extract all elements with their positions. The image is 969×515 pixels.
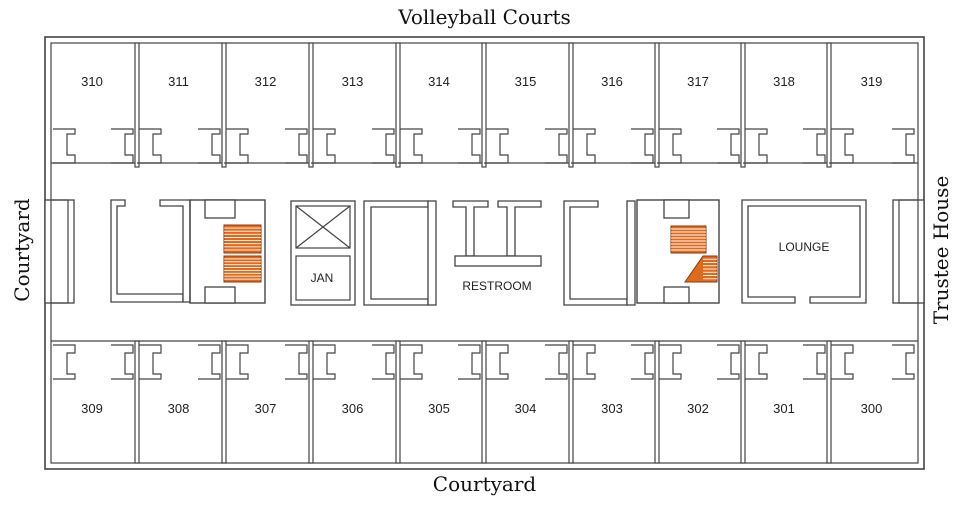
restroom-label: RESTROOM (462, 279, 531, 293)
stairs-right-upper (670, 225, 707, 254)
bottom-room-306[interactable]: 306 (308, 340, 398, 464)
top-room-row: 310 311 312 313 314 315 316 317 318 319 (51, 42, 918, 168)
bottom-room-303[interactable]: 303 (568, 340, 657, 464)
bottom-room-305[interactable]: 305 (395, 340, 484, 464)
top-room-number: 314 (428, 74, 450, 89)
bottom-room-308[interactable]: 308 (134, 340, 224, 464)
top-room-311[interactable]: 311 (134, 42, 224, 168)
stair-core-left (189, 199, 266, 304)
bottom-room-number: 305 (428, 401, 450, 416)
top-room-316[interactable]: 316 (568, 42, 657, 168)
bottom-room-307[interactable]: 307 (221, 340, 311, 464)
bottom-room-number: 303 (601, 401, 623, 416)
left-end-wall (44, 199, 75, 304)
bottom-room-number: 300 (861, 401, 883, 416)
top-room-number: 319 (861, 74, 883, 89)
top-room-number: 315 (515, 74, 537, 89)
bottom-room-304[interactable]: 304 (481, 340, 571, 464)
top-room-number: 311 (168, 74, 189, 89)
stair-core-right (636, 199, 720, 304)
label-volleyball-courts: Volleyball Courts (398, 5, 571, 29)
top-room-number: 310 (81, 74, 103, 89)
top-room-number: 313 (342, 74, 364, 89)
top-room-number: 316 (601, 74, 623, 89)
top-room-315[interactable]: 315 (481, 42, 571, 168)
top-room-number: 318 (773, 74, 795, 89)
top-room-319[interactable]: 319 (826, 42, 918, 168)
top-room-number: 317 (687, 74, 709, 89)
restroom: RESTROOM (452, 200, 542, 293)
bottom-room-301[interactable]: 301 (740, 340, 829, 464)
bottom-room-309[interactable]: 309 (51, 340, 137, 416)
stairs-left-upper (223, 224, 262, 254)
bottom-room-number: 306 (342, 401, 364, 416)
top-room-312[interactable]: 312 (221, 42, 311, 168)
bottom-room-number: 302 (687, 401, 709, 416)
elevator-janitor-core: JAN (290, 200, 356, 306)
top-room-317[interactable]: 317 (654, 42, 743, 168)
top-room-314[interactable]: 314 (395, 42, 484, 168)
top-room-313[interactable]: 313 (308, 42, 398, 168)
bottom-room-row: 309 308 307 306 305 304 303 302 301 300 (51, 340, 918, 464)
stairs-left-lower (223, 255, 262, 283)
bottom-room-number: 309 (81, 401, 103, 416)
lounge: LOUNGE (741, 199, 867, 304)
right-end-wall (892, 199, 925, 304)
bottom-room-302[interactable]: 302 (654, 340, 743, 464)
bottom-room-number: 307 (255, 401, 277, 416)
top-room-318[interactable]: 318 (740, 42, 829, 168)
label-courtyard-bottom: Courtyard (432, 472, 537, 496)
storage-room-right (563, 200, 636, 306)
bottom-room-number: 301 (773, 401, 795, 416)
top-room-310[interactable]: 310 (51, 74, 137, 164)
storage-room-left (110, 199, 191, 303)
storage-room-middle (363, 200, 437, 306)
elevator-shaft (295, 205, 351, 249)
lounge-label: LOUNGE (779, 240, 830, 254)
bottom-room-number: 304 (515, 401, 537, 416)
janitor-label: JAN (311, 271, 334, 285)
bottom-room-number: 308 (168, 401, 190, 416)
top-room-number: 312 (255, 74, 277, 89)
bottom-room-300[interactable]: 300 (826, 340, 918, 464)
